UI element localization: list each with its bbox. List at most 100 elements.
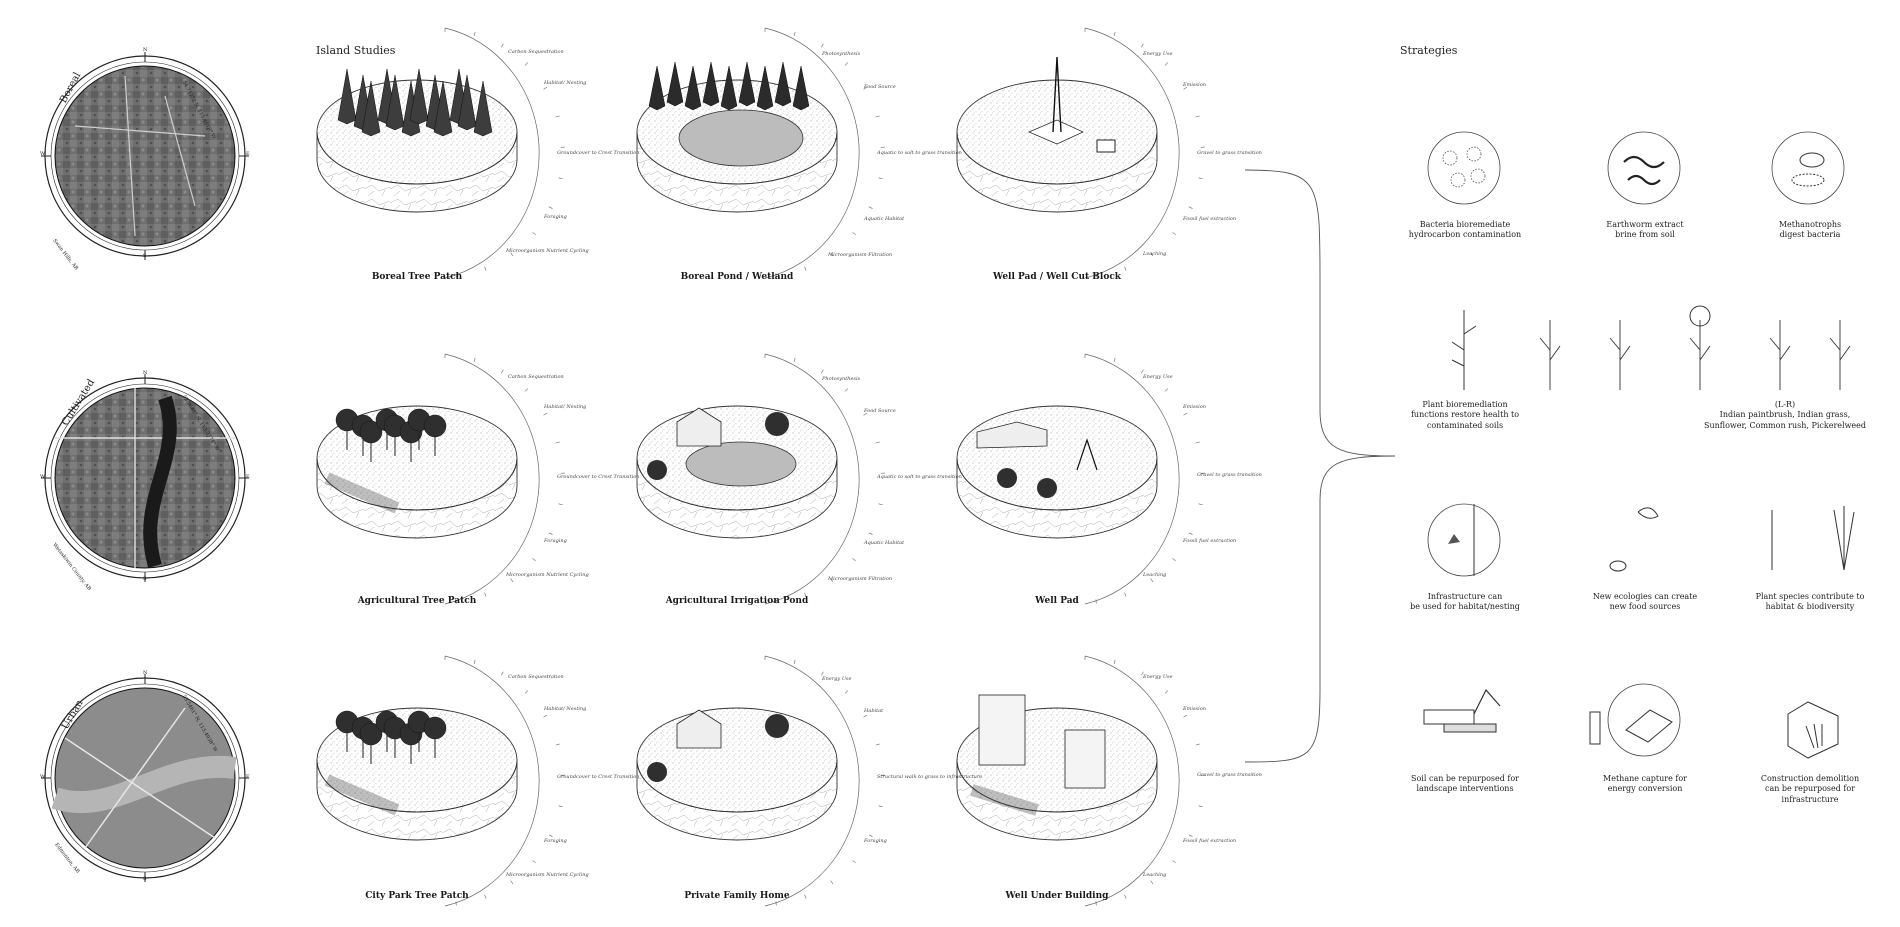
metric-arc (444, 353, 540, 605)
compass-n-cultivated: N (143, 370, 148, 376)
compass-w-urban: W (40, 774, 46, 780)
tick-label: Carbon Sequestration (508, 674, 564, 680)
plants-row-icon (1539, 305, 1851, 390)
metric-arc (444, 27, 540, 279)
compass-n-urban: N (143, 670, 148, 676)
tick-label: Habitat/ Nesting (544, 404, 587, 410)
island-diagram (956, 27, 1205, 279)
island-title: Boreal Tree Patch (371, 272, 463, 282)
tree-icon (359, 722, 383, 746)
compass-e-boreal: E (246, 151, 250, 157)
tick-label: Structural walk to grass to infrastructu… (877, 774, 983, 780)
aerial-map (41, 674, 249, 882)
tick-label: Aquatic Habitat (864, 540, 905, 546)
tick-label: Groundcover to Crest Transition (557, 774, 640, 780)
strategy-caption: Methanotrophs digest bacteria (1778, 220, 1842, 240)
bracket-connector (1244, 169, 1396, 763)
house-icon (676, 407, 722, 447)
compass-w-boreal: W (40, 151, 46, 157)
strategy-caption: Bacteria bioremediate hydrocarbon contam… (1408, 220, 1522, 240)
tree-icon (361, 80, 381, 137)
map-image (54, 387, 236, 569)
tick-label: Photosynthesis (822, 376, 861, 382)
tick-label: Emission (1183, 82, 1206, 88)
tree-icon (385, 74, 405, 131)
tick-label: Foraging (544, 214, 567, 220)
tick-label: Food Source (864, 408, 896, 414)
island-diagram (636, 353, 885, 605)
island-title: Private Family Home (684, 891, 790, 901)
map-image (54, 65, 236, 247)
strategy-caption: Infrastructure can be used for habitat/n… (1410, 592, 1520, 612)
tick-label: Energy Use (1143, 374, 1173, 380)
tick-label: Foraging (544, 538, 567, 544)
island-title: Agricultural Irrigation Pond (665, 596, 809, 606)
excavator-icon (1423, 688, 1501, 733)
tree-icon (337, 68, 357, 125)
tick-label: Habitat (864, 708, 884, 714)
tick-label: Energy Use (822, 676, 852, 682)
bird-nest-icon (1427, 503, 1501, 577)
tick-label: Emission (1183, 706, 1206, 712)
tree-icon (738, 61, 756, 107)
tree-icon (720, 65, 738, 111)
aerial-map (41, 374, 249, 582)
tree-icon (666, 61, 684, 107)
tree-icon (648, 65, 666, 111)
tree-icon (457, 74, 477, 131)
tick-label: Groundcover to Crest Transition (557, 150, 640, 156)
methane-capture-icon (1589, 683, 1681, 757)
island-title: Boreal Pond / Wetland (680, 272, 794, 282)
tick-label: Leaching (1143, 872, 1167, 878)
tick-label: Microorganism Filtration (828, 252, 893, 258)
tick-label: Aquatic to salt to grass transition (877, 474, 962, 480)
truck-icon (1096, 139, 1116, 153)
metric-arc (764, 353, 860, 605)
tree-icon (433, 80, 453, 137)
compass-n-boreal: N (143, 47, 148, 53)
tick-label: Gravel to grass transition (1197, 772, 1262, 778)
tick-label: Fossil fuel extraction (1183, 838, 1237, 844)
tick-label: Energy Use (1143, 51, 1173, 57)
earthworm-icon (1607, 131, 1681, 205)
strategy-caption: Soil can be repurposed for landscape int… (1411, 774, 1519, 794)
island-title: Well Under Building (1005, 891, 1109, 901)
metric-arc (1084, 27, 1180, 279)
drill-rig-icon (1052, 56, 1062, 133)
map-road (55, 388, 235, 568)
tick-label: Microorganism Nutrient Cycling (506, 572, 589, 578)
pumpjack-icon (1076, 438, 1098, 471)
tick-label: Food Source (864, 84, 896, 90)
pond (678, 109, 804, 167)
tick-label: Habitat/ Nesting (544, 706, 587, 712)
strategy-caption: New ecologies can create new food source… (1592, 592, 1698, 612)
tick-label: Carbon Sequestration (508, 374, 564, 380)
strategy-caption: Methane capture for energy conversion (1603, 774, 1687, 794)
island-diagram (316, 655, 565, 907)
metric-arc (764, 655, 860, 907)
plant-icon (1451, 310, 1477, 390)
building-icon (1064, 729, 1106, 789)
island-studies-heading: Island Studies (316, 44, 396, 57)
compass-w-cultivated: W (40, 474, 46, 480)
tree-icon (409, 68, 429, 125)
tick-label: Habitat/ Nesting (544, 80, 587, 86)
island-diagram (316, 353, 565, 605)
building-icon (976, 421, 1048, 449)
compass-s-boreal: S (143, 253, 147, 259)
road (970, 784, 1039, 816)
tick-label: Foraging (544, 838, 567, 844)
metric-arc (1084, 353, 1180, 605)
tree-icon (765, 412, 789, 436)
metric-arc (764, 27, 860, 279)
tick-label: Microorganism Filtration (828, 576, 893, 582)
map-road (74, 75, 206, 237)
tick-label: Emission (1183, 404, 1206, 410)
tick-label: Microorganism Nutrient Cycling (506, 248, 589, 254)
tree-icon (997, 468, 1017, 488)
island-top-surface (956, 405, 1158, 511)
island-title: Agricultural Tree Patch (357, 596, 477, 606)
building-icon (978, 694, 1026, 766)
tick-label: Aquatic to salt to grass transition (877, 150, 962, 156)
